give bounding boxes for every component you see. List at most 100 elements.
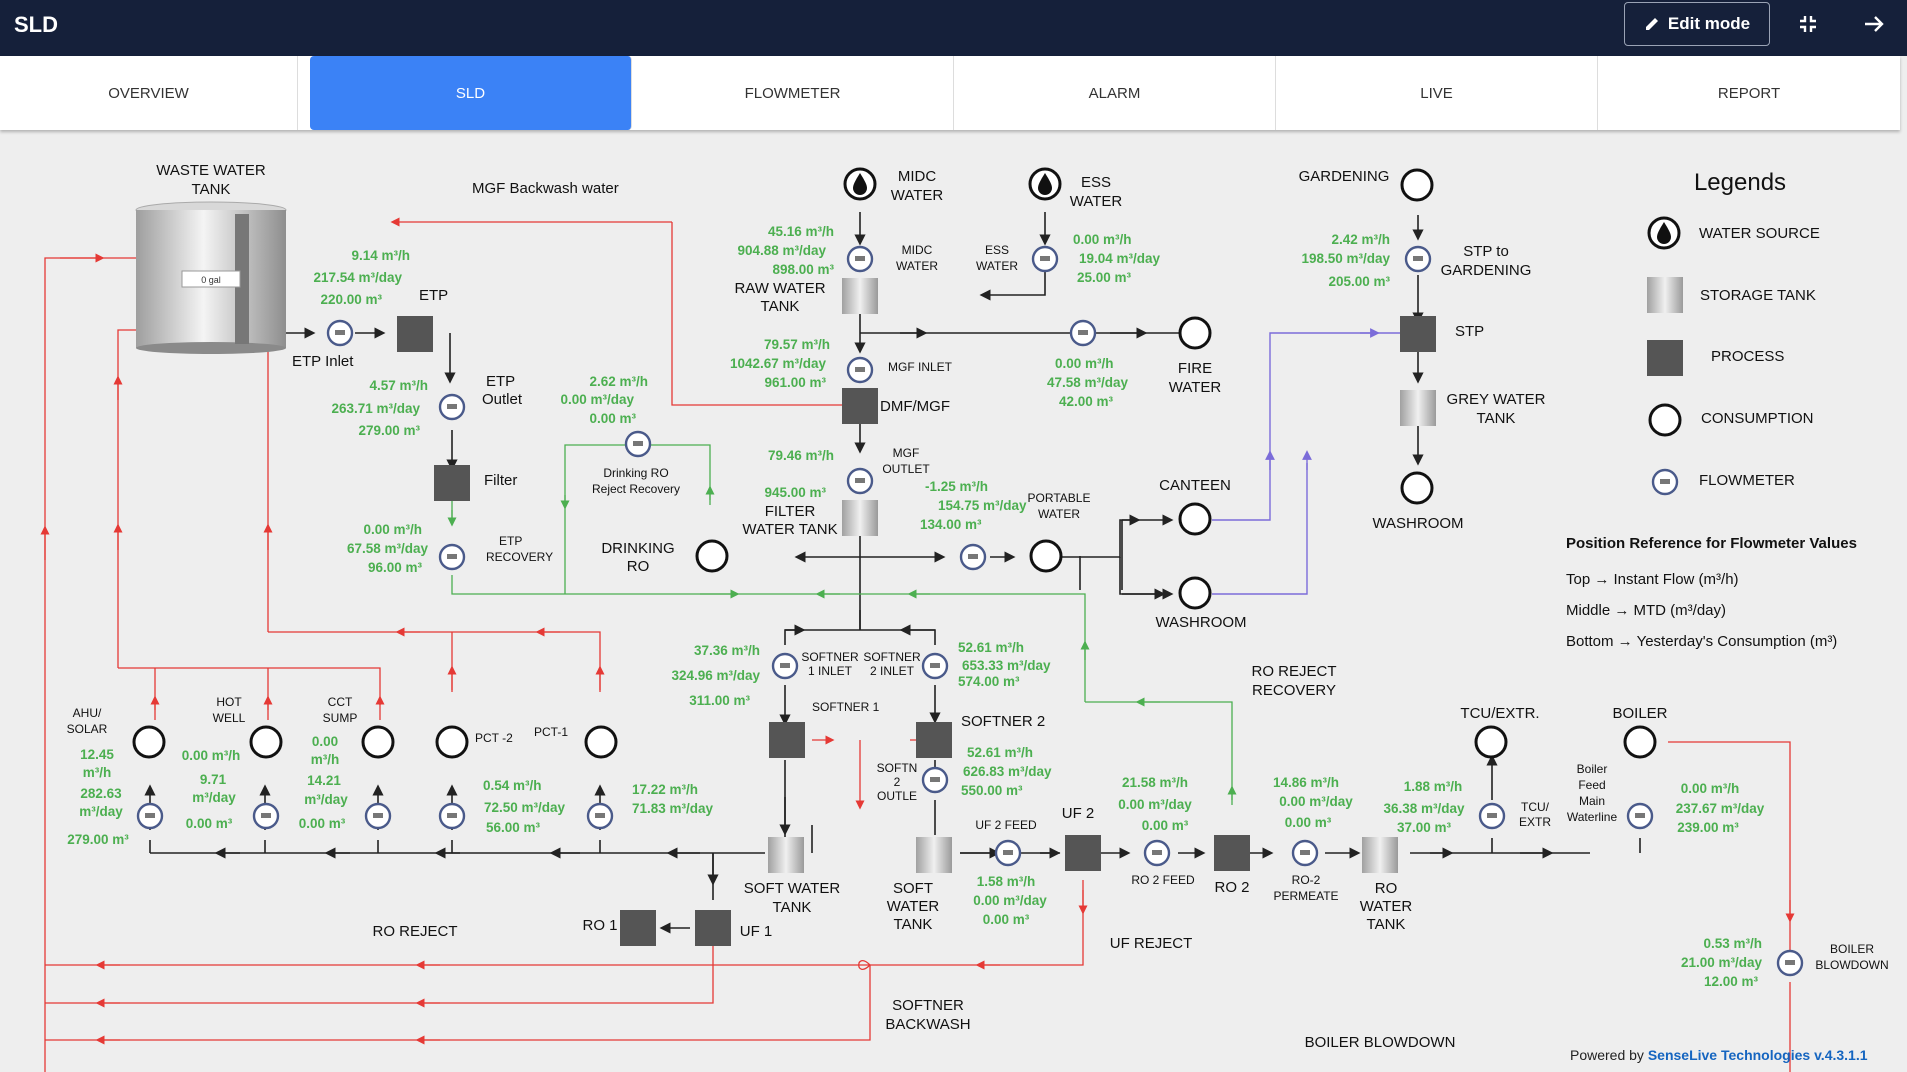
pencil-icon — [1645, 18, 1658, 30]
svg-text:ESS: ESS — [1081, 174, 1111, 191]
fullscreen-exit-icon[interactable] — [1792, 8, 1824, 40]
grey-water-tank — [1400, 390, 1436, 426]
purple-pipes — [1212, 328, 1400, 595]
svg-text:CANTEEN: CANTEEN — [1159, 477, 1231, 494]
svg-text:GARDENING: GARDENING — [1299, 168, 1390, 185]
svg-text:653.33 m³/day: 653.33 m³/day — [962, 658, 1051, 673]
svg-text:BOILER: BOILER — [1612, 705, 1667, 722]
svg-text:4.57 m³/h: 4.57 m³/h — [369, 378, 428, 393]
svg-text:0.00 m³/h: 0.00 m³/h — [1681, 781, 1740, 796]
svg-text:SOFTNER: SOFTNER — [892, 997, 964, 1014]
svg-text:1042.67 m³/day: 1042.67 m³/day — [730, 356, 827, 371]
svg-text:96.00 m³: 96.00 m³ — [368, 560, 423, 575]
svg-text:ESS: ESS — [985, 243, 1009, 257]
top-bar: SLD Edit mode — [0, 0, 1907, 56]
svg-text:239.00 m³: 239.00 m³ — [1677, 820, 1739, 835]
svg-text:RO 2 FEED: RO 2 FEED — [1131, 873, 1195, 887]
flowmeter-faces — [145, 256, 1795, 965]
svg-text:Main: Main — [1579, 794, 1605, 808]
svg-text:220.00 m³: 220.00 m³ — [320, 292, 382, 307]
svg-text:205.00 m³: 205.00 m³ — [1328, 274, 1390, 289]
storage-tank-icon — [1647, 277, 1683, 313]
svg-text:0.54 m³/h: 0.54 m³/h — [483, 778, 542, 793]
svg-text:198.50 m³/day: 198.50 m³/day — [1301, 251, 1390, 266]
svg-text:0.00 m³: 0.00 m³ — [589, 411, 636, 426]
process-icon — [1647, 340, 1683, 376]
tab-flowmeter[interactable]: FLOWMETER — [632, 56, 954, 130]
svg-text:DRINKING: DRINKING — [601, 540, 674, 557]
svg-text:0.00 m³/h: 0.00 m³/h — [1073, 232, 1132, 247]
svg-text:MIDC: MIDC — [898, 168, 936, 185]
svg-text:AHU/: AHU/ — [73, 706, 102, 720]
svg-text:72.50 m³/day: 72.50 m³/day — [484, 800, 566, 815]
svg-text:217.54 m³/day: 217.54 m³/day — [313, 270, 402, 285]
edit-mode-button[interactable]: Edit mode — [1624, 2, 1770, 46]
svg-text:EXTR: EXTR — [1519, 815, 1551, 829]
svg-text:BLOWDOWN: BLOWDOWN — [1815, 958, 1888, 972]
svg-text:RO: RO — [1375, 880, 1398, 897]
svg-text:WATER: WATER — [896, 259, 938, 273]
svg-text:MGF: MGF — [893, 446, 920, 460]
dmf-mgf-process — [842, 388, 878, 424]
legend: Legends WATER SOURCE STORAGE TANK PROCES… — [1566, 169, 1857, 650]
svg-text:TANK: TANK — [773, 899, 812, 916]
position-reference-title: Position Reference for Flowmeter Values — [1566, 535, 1857, 552]
svg-text:47.58 m³/day: 47.58 m³/day — [1047, 375, 1129, 390]
arrow-right-icon[interactable] — [1858, 8, 1890, 40]
svg-text:SUMP: SUMP — [323, 711, 358, 725]
svg-text:WATER: WATER — [976, 259, 1018, 273]
svg-text:2.62 m³/h: 2.62 m³/h — [589, 374, 648, 389]
svg-text:Outlet: Outlet — [482, 391, 523, 408]
tab-report[interactable]: REPORT — [1717, 84, 1781, 102]
svg-text:STP: STP — [1455, 323, 1484, 340]
svg-text:14.21: 14.21 — [307, 773, 341, 788]
tab-overview[interactable]: OVERVIEW — [0, 56, 298, 130]
stp-process — [1400, 316, 1436, 352]
edit-mode-label: Edit mode — [1667, 14, 1751, 33]
svg-text:RO-2: RO-2 — [1292, 873, 1321, 887]
svg-text:282.63: 282.63 — [80, 786, 122, 801]
legend-process: PROCESS — [1711, 348, 1784, 365]
svg-text:PERMEATE: PERMEATE — [1273, 889, 1338, 903]
svg-text:45.16 m³/h: 45.16 m³/h — [768, 224, 834, 239]
svg-text:279.00 m³: 279.00 m³ — [358, 423, 420, 438]
svg-text:898.00 m³: 898.00 m³ — [772, 262, 834, 277]
svg-text:SOFTNER: SOFTNER — [801, 650, 859, 664]
svg-text:PCT -2: PCT -2 — [475, 731, 513, 745]
svg-text:311.00 m³: 311.00 m³ — [689, 693, 750, 708]
tab-sld[interactable]: SLD — [310, 56, 632, 130]
svg-text:14.86 m³/h: 14.86 m³/h — [1273, 775, 1339, 790]
svg-text:WATER: WATER — [1169, 379, 1222, 396]
svg-text:237.67 m³/day: 237.67 m³/day — [1676, 801, 1765, 816]
svg-text:67.58 m³/day: 67.58 m³/day — [347, 541, 429, 556]
svg-text:RO 2: RO 2 — [1214, 879, 1249, 896]
tab-alarm[interactable]: ALARM — [954, 56, 1276, 130]
svg-text:OUTLE: OUTLE — [877, 789, 917, 803]
uf2-process — [1065, 835, 1101, 871]
position-bottom: Bottom → Yesterday's Consumption (m³) — [1566, 633, 1837, 650]
svg-text:WASHROOM: WASHROOM — [1155, 614, 1246, 631]
legend-consumption: CONSUMPTION — [1701, 410, 1814, 427]
svg-text:961.00 m³: 961.00 m³ — [764, 375, 826, 390]
brand-link[interactable]: SenseLive Technologies v.4.3.1.1 — [1647, 1047, 1868, 1063]
svg-text:12.00 m³: 12.00 m³ — [1704, 974, 1759, 989]
svg-text:945.00 m³: 945.00 m³ — [764, 485, 826, 500]
tab-live[interactable]: LIVE — [1276, 56, 1598, 130]
svg-text:0.00 m³/h: 0.00 m³/h — [182, 748, 241, 763]
svg-text:TANK: TANK — [1477, 410, 1516, 427]
svg-text:0.00 m³/day: 0.00 m³/day — [1279, 794, 1353, 809]
svg-text:WATER: WATER — [1360, 898, 1413, 915]
svg-text:42.00 m³: 42.00 m³ — [1059, 394, 1114, 409]
svg-text:SOFT WATER: SOFT WATER — [744, 880, 841, 897]
etp-process — [397, 316, 433, 352]
softner1-process — [769, 722, 805, 758]
svg-text:OUTLET: OUTLET — [882, 462, 930, 476]
svg-text:1.58 m³/h: 1.58 m³/h — [977, 874, 1036, 889]
svg-text:52.61 m³/h: 52.61 m³/h — [958, 640, 1024, 655]
svg-text:25.00 m³: 25.00 m³ — [1077, 270, 1132, 285]
svg-text:WELL: WELL — [213, 711, 246, 725]
svg-text:71.83 m³/day: 71.83 m³/day — [632, 801, 714, 816]
svg-text:TCU/EXTR.: TCU/EXTR. — [1460, 705, 1539, 722]
svg-text:BOILER: BOILER — [1830, 942, 1874, 956]
svg-text:2: 2 — [894, 775, 901, 789]
